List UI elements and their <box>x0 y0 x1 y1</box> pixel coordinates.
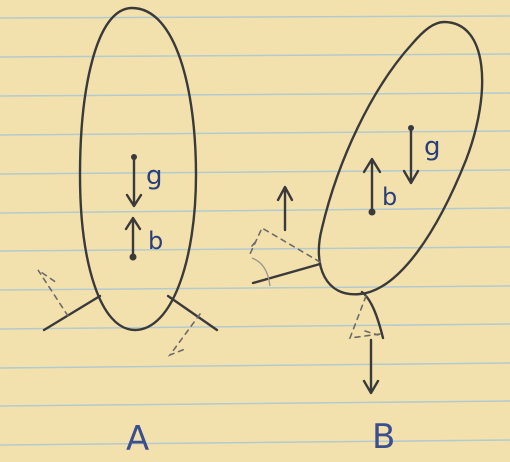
figure-a: g b A <box>37 6 219 459</box>
figure-b: b g B <box>249 20 484 457</box>
paddle-b-right <box>360 290 385 340</box>
label-b-b: b <box>382 183 397 211</box>
wake-b-right <box>348 295 381 339</box>
wake-b-left <box>249 226 321 263</box>
figure-b-label: B <box>372 417 395 457</box>
gravity-arrow-a <box>125 155 143 208</box>
label-b-a: b <box>148 227 163 255</box>
boat-b-hull <box>317 20 484 296</box>
gravity-arrow-b <box>402 126 420 185</box>
reaction-arrow-down-b <box>362 338 380 395</box>
paddle-b-left <box>251 262 322 285</box>
paddle-a-right <box>166 294 219 332</box>
reaction-arrow-up-b <box>276 185 294 232</box>
buoyancy-arrow-a <box>124 216 142 259</box>
buoyancy-arrow-b <box>362 157 382 214</box>
wake-a-left <box>37 269 69 317</box>
boat-a-hull <box>78 6 198 332</box>
wake-a-right <box>167 313 201 357</box>
figure-a-label: A <box>126 419 149 459</box>
label-g-a: g <box>146 161 163 191</box>
ruled-lines <box>0 15 510 446</box>
pencil-construction <box>251 257 271 287</box>
label-g-b: g <box>424 132 441 162</box>
paddle-a-left <box>42 294 102 332</box>
